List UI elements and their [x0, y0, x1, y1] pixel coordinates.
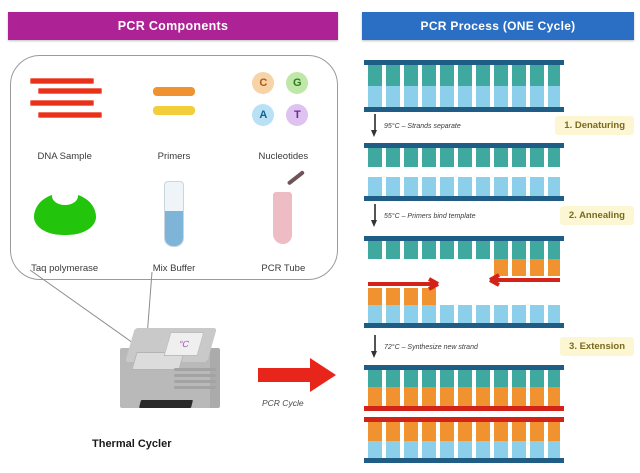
- component-label: Nucleotides: [258, 150, 309, 162]
- step-2-annotation: 55°C – Primers bind template: [370, 204, 476, 228]
- component-dna-sample[interactable]: DNA Sample: [10, 55, 119, 168]
- nucleotide-c: C: [252, 72, 275, 95]
- dna-double-strand-initial: [364, 60, 564, 112]
- pcr-components-panel: PCR Components DNA Sample: [0, 0, 352, 473]
- component-label: Taq polymerase: [31, 263, 99, 274]
- primers-icon: [119, 55, 228, 148]
- component-pcr-tube[interactable]: PCR Tube: [229, 168, 338, 281]
- test-tube-icon: [119, 168, 228, 261]
- component-label: Mix Buffer: [152, 263, 196, 274]
- component-nucleotides[interactable]: C G A T Nucleotides: [229, 55, 338, 168]
- component-mix-buffer[interactable]: Mix Buffer: [119, 168, 228, 281]
- arrow-down-icon: [370, 114, 379, 138]
- component-primers[interactable]: Primers: [119, 55, 228, 168]
- pcr-process-panel: PCR Process (ONE Cycle) 95°C – Strands s…: [356, 0, 640, 473]
- pcr-tube-icon: [229, 168, 338, 261]
- nucleotide-g: G: [286, 72, 309, 95]
- thermal-cycler-caption: Thermal Cycler: [92, 438, 172, 450]
- dna-primer-extension: [364, 236, 564, 328]
- step-3-annotation: 72°C – Synthesize new strand: [370, 335, 478, 359]
- step-2-note: 55°C – Primers bind template: [384, 212, 476, 220]
- pcr-cycle-arrow-label: PCR Cycle: [262, 398, 304, 408]
- nucleotide-a: A: [252, 104, 275, 127]
- dna-replicated-products: [364, 365, 564, 463]
- step-3-note: 72°C – Synthesize new strand: [384, 343, 478, 351]
- component-label: Primers: [157, 150, 191, 162]
- dna-separated-strands: [364, 143, 564, 201]
- nucleotide-t: T: [286, 104, 309, 127]
- step-1-badge: 1. Denaturing: [555, 116, 634, 135]
- component-taq-polymerase[interactable]: Taq polymerase: [10, 168, 119, 281]
- components-header: PCR Components: [8, 12, 338, 40]
- arrow-down-icon: [370, 204, 379, 228]
- cycler-display: °C: [163, 332, 205, 356]
- component-label: DNA Sample: [37, 150, 92, 162]
- nucleotides-icon: C G A T: [229, 55, 338, 148]
- dna-strands-icon: [10, 55, 119, 148]
- thermal-cycler-illustration: °C: [112, 318, 230, 414]
- components-grid: DNA Sample Primers C G A T Nuc: [10, 55, 338, 280]
- enzyme-blob-icon: [10, 168, 119, 261]
- step-2-badge: 2. Annealing: [559, 206, 634, 225]
- process-header: PCR Process (ONE Cycle): [362, 12, 634, 40]
- component-label: PCR Tube: [261, 263, 306, 274]
- pcr-cycle-arrow-icon: [258, 358, 336, 392]
- step-1-annotation: 95°C – Strands separate: [370, 114, 461, 138]
- arrow-down-icon: [370, 335, 379, 359]
- step-1-note: 95°C – Strands separate: [384, 122, 461, 130]
- step-3-badge: 3. Extension: [560, 337, 634, 356]
